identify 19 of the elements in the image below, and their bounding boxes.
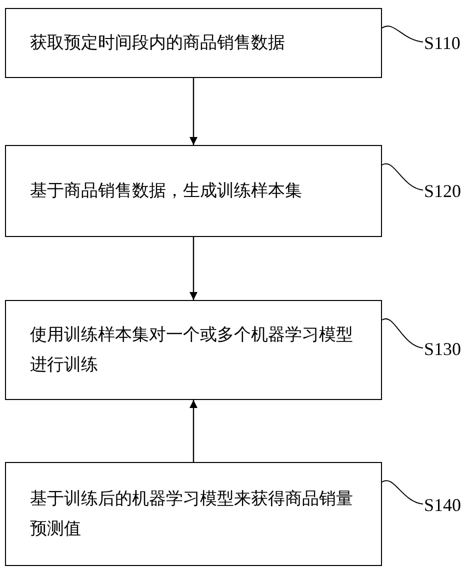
step-text: 基于训练后的机器学习模型来获得商品销量预测值 (30, 488, 354, 540)
process-box (5, 300, 382, 400)
step-text: 使用训练样本集对一个或多个机器学习模型进行训练 (30, 324, 354, 376)
process-box (5, 462, 382, 566)
leader-line (382, 26, 424, 42)
arrow (190, 237, 198, 300)
leader-line (382, 318, 424, 348)
step-text: 获取预定时间段内的商品销售数据 (30, 32, 286, 54)
process-box (5, 145, 382, 237)
step-number: S130 (424, 338, 462, 360)
process-box (5, 8, 382, 78)
arrow (190, 400, 198, 462)
step-text: 基于商品销售数据，生成训练样本集 (30, 180, 303, 202)
leader-line (382, 163, 424, 190)
arrow (190, 78, 198, 145)
step-number: S120 (424, 180, 462, 202)
step-number: S140 (424, 494, 462, 516)
step-number: S110 (424, 32, 460, 54)
leader-line (382, 480, 424, 504)
